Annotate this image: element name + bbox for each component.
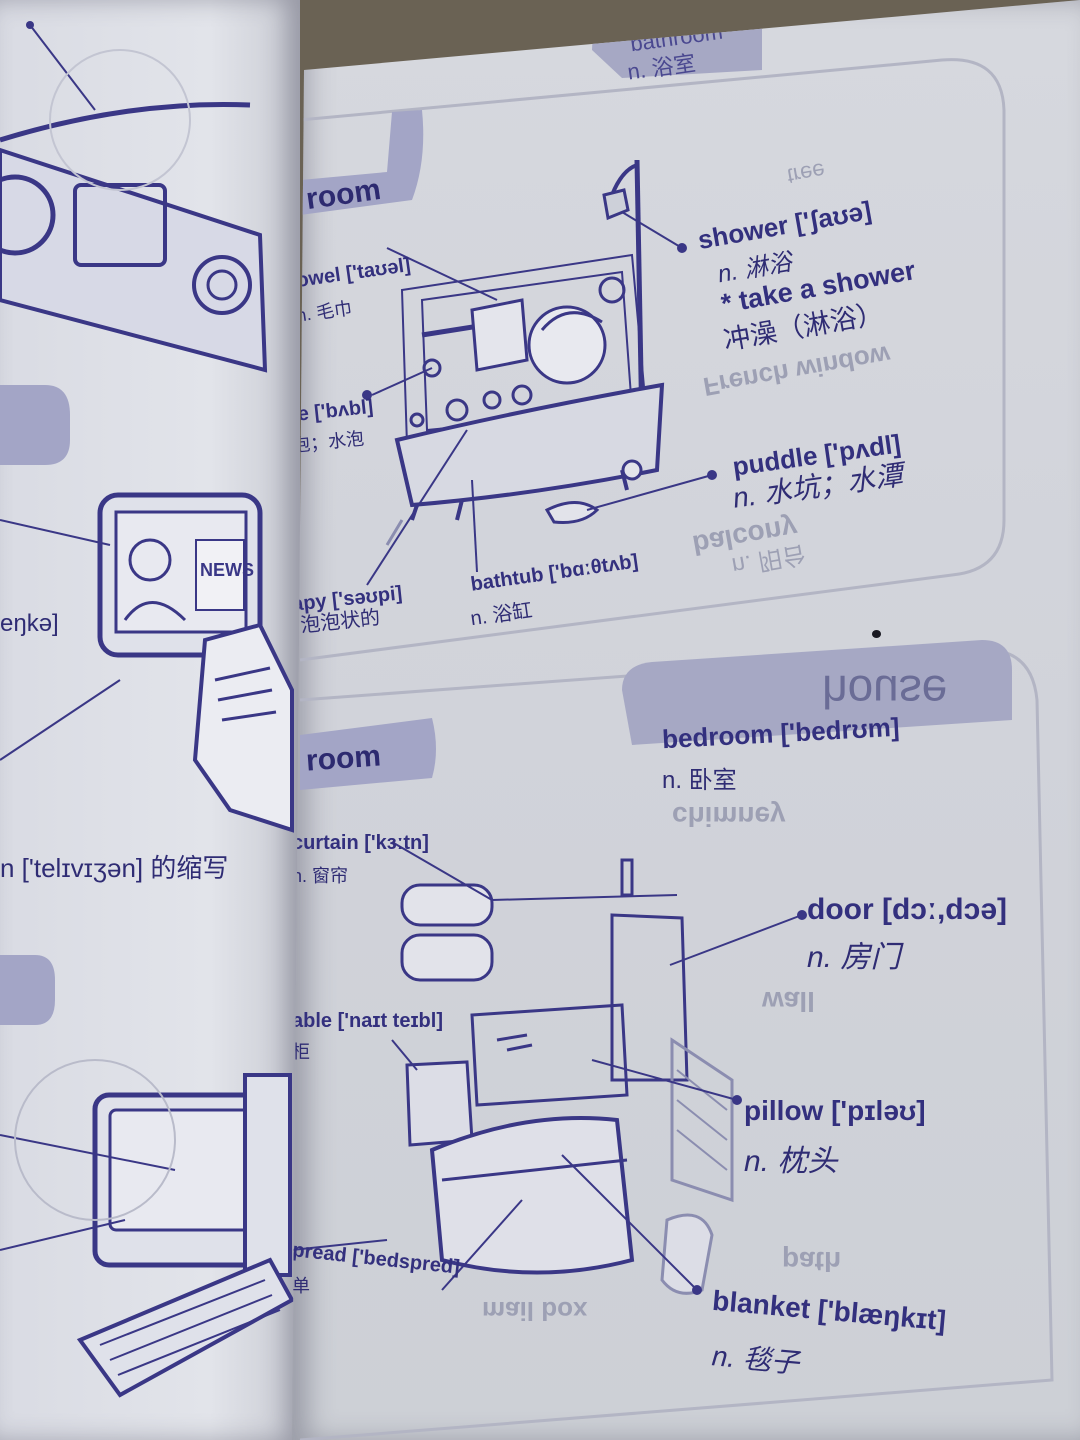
phonetic-fragment: eŋkə] — [0, 610, 59, 637]
pillow-word: pillow ['pɪləʊ] — [744, 1095, 926, 1126]
ghost-house-header: house — [822, 666, 948, 718]
blanket-cn: n. 毯子 — [710, 1340, 801, 1379]
bedroom-tab: room — [304, 739, 383, 778]
right-page-frames — [299, 0, 1054, 1440]
news-sign: NEWS — [200, 560, 254, 580]
nightstand-cn: 柜 — [292, 1042, 310, 1062]
curtain-cn: n. 窗帘 — [292, 866, 349, 886]
nightstand-word: able ['naɪt teɪbl] — [292, 1010, 443, 1032]
tv-footnote: n ['telɪvɪʒən] 的缩写 — [0, 853, 229, 883]
door-word: door [dɔː,dɔə] — [807, 893, 1007, 926]
pillow-cn: n. 枕头 — [744, 1145, 838, 1178]
bedroom-illustration — [292, 841, 807, 1295]
bedspread-cn: 单 — [292, 1276, 310, 1296]
door-cn: n. 房门 — [807, 941, 901, 974]
bathroom-illustration — [362, 159, 717, 586]
ghost-path: path — [782, 1246, 842, 1277]
ghost-mailbox: mail box — [482, 1296, 588, 1326]
left-page-illustrations — [0, 21, 295, 1398]
curtain-word: curtain ['kɜːtn] — [292, 832, 429, 854]
ghost-chimney: chimney — [672, 801, 786, 832]
right-page: bathroom n. 浴室 room owel ['taʊəl] n. 毛巾 … — [292, 0, 1080, 1440]
ghost-wall: wall — [762, 986, 815, 1017]
bedroom-cn: n. 卧室 — [662, 767, 737, 794]
left-page: NEWS eŋkə] n ['telɪvɪʒən] 的缩写 — [0, 0, 300, 1440]
paper-speck — [872, 630, 881, 638]
